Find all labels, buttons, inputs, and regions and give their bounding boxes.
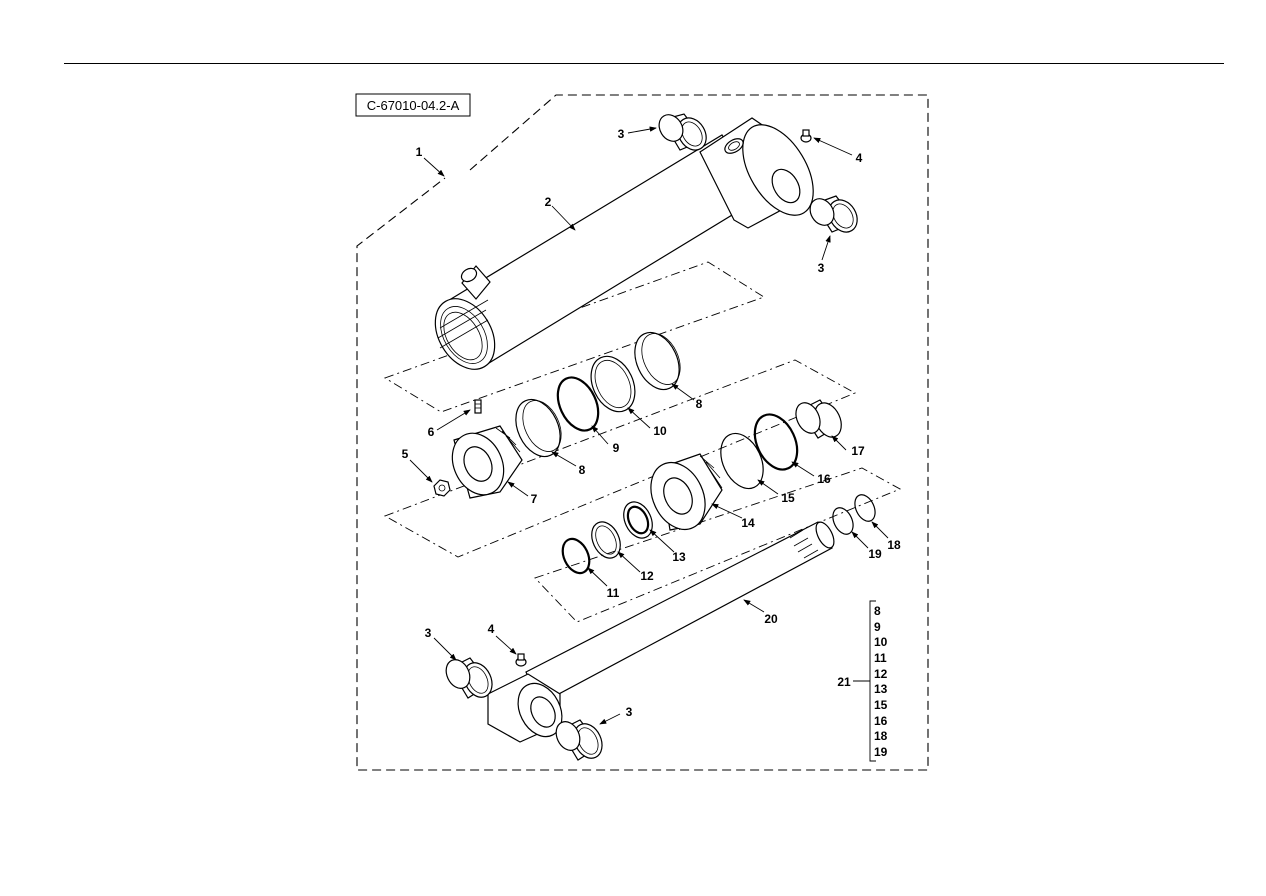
ring-13	[623, 501, 653, 539]
backup-ring-10	[590, 355, 636, 413]
callout-3: 3	[818, 261, 825, 275]
bushing-top-right	[809, 195, 858, 233]
group-frame-tube	[383, 261, 766, 413]
assembly-boundary	[356, 94, 929, 771]
bushing-top-left	[658, 113, 707, 151]
kit-item: 18	[874, 729, 888, 743]
kit-item: 9	[874, 620, 881, 634]
callout-3: 3	[626, 705, 633, 719]
bushing-bottom-right	[555, 719, 603, 761]
grease-fitting-bottom	[515, 653, 527, 667]
o-ring-9	[556, 376, 600, 432]
piston-ring-15	[720, 432, 764, 490]
callout-8: 8	[696, 397, 703, 411]
kit-item: 11	[874, 651, 887, 665]
group-frame-head	[383, 359, 857, 558]
ring-18	[854, 494, 876, 522]
figure-id-box: C-67010-04.2-A	[355, 93, 471, 117]
callout-9: 9	[613, 441, 620, 455]
kit-list: 21 8 9 10 11 12 13 15 16 18 19	[837, 600, 888, 762]
callout-15: 15	[781, 491, 795, 505]
callout-4: 4	[488, 622, 495, 636]
callout-18: 18	[887, 538, 901, 552]
piston-rod	[487, 521, 835, 743]
kit-item: 19	[874, 745, 888, 759]
kit-item: 15	[874, 698, 888, 712]
callout-12: 12	[640, 569, 654, 583]
callout-10: 10	[653, 424, 667, 438]
kit-item: 16	[874, 714, 888, 728]
callout-8: 8	[579, 463, 586, 477]
cylinder-tube	[434, 117, 814, 370]
kit-item: 12	[874, 667, 888, 681]
callout-19: 19	[868, 547, 882, 561]
bushing-bottom-left	[445, 657, 493, 699]
kit-callout-21: 21	[837, 675, 851, 689]
callout-6: 6	[428, 425, 435, 439]
ring-12	[591, 521, 621, 559]
piston-seal-16	[753, 413, 799, 471]
leader-lines	[409, 126, 889, 725]
kit-item: 8	[874, 604, 881, 618]
wiper-ring-right	[634, 331, 681, 391]
group-frame-piston	[534, 467, 902, 623]
kit-item: 13	[874, 682, 888, 696]
piston	[650, 453, 723, 531]
callout-3: 3	[618, 127, 625, 141]
header-rule	[64, 63, 1224, 64]
grease-fitting-top	[800, 129, 812, 143]
callout-17: 17	[851, 444, 865, 458]
callout-2: 2	[545, 195, 552, 209]
callout-labels: 1 2 3 3 3 3 4 4 5 6 7 8 8 9 10 11 12 13 …	[402, 127, 901, 719]
cylinder-head	[451, 425, 523, 499]
callout-11: 11	[607, 586, 620, 600]
seal-11	[561, 537, 591, 575]
callout-20: 20	[764, 612, 778, 626]
callout-5: 5	[402, 447, 409, 461]
hex-nut	[433, 479, 451, 497]
bushing-17	[795, 399, 842, 439]
callout-7: 7	[531, 492, 538, 506]
callout-14: 14	[741, 516, 755, 530]
wiper-ring-left	[515, 398, 562, 458]
figure-id-text: C-67010-04.2-A	[367, 98, 460, 113]
callout-16: 16	[817, 472, 831, 486]
ring-19	[832, 507, 854, 535]
callout-1: 1	[416, 145, 423, 159]
callout-4: 4	[856, 151, 863, 165]
kit-item: 10	[874, 635, 888, 649]
callout-13: 13	[672, 550, 686, 564]
callout-3: 3	[425, 626, 432, 640]
set-screw	[474, 399, 482, 414]
